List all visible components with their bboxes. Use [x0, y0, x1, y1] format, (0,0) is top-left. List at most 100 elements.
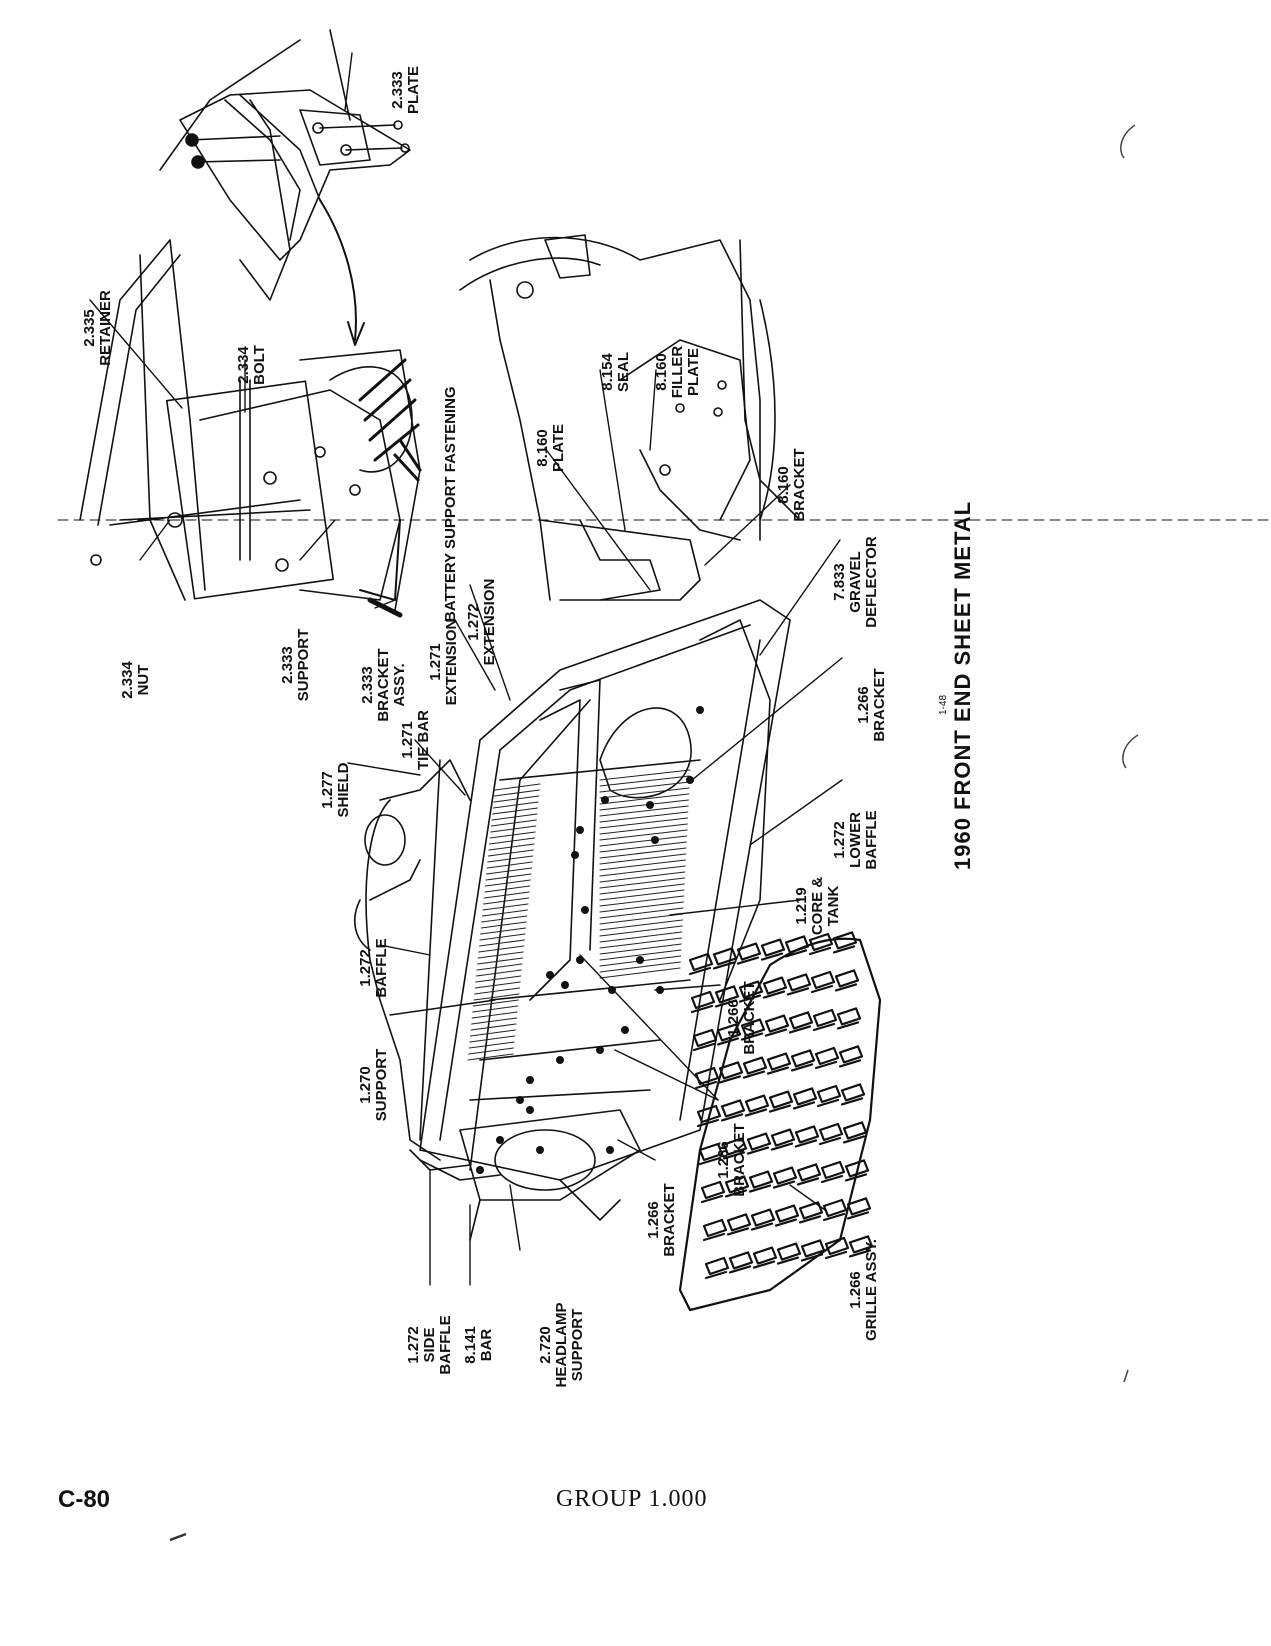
grille-louvre	[836, 1007, 862, 1030]
grille-louvre	[746, 1132, 772, 1155]
grille-louvre	[722, 1137, 748, 1160]
leader-lines	[89, 52, 843, 1286]
grille-louvre	[810, 970, 836, 994]
fender-assembly	[459, 234, 801, 601]
grille-louvre	[752, 1246, 778, 1269]
grille-louvre	[694, 1066, 720, 1090]
bolt-fastener	[646, 801, 654, 809]
grille-louvre	[800, 1239, 826, 1262]
battery-support-assembly	[57, 99, 1271, 618]
grille-louvre	[824, 1236, 850, 1260]
callout-label: 1.271TIE BAR	[399, 710, 432, 770]
bolt-fastener	[476, 1166, 484, 1174]
bolt-fastener	[561, 981, 569, 989]
callout-label: 8.154SEAL	[599, 352, 632, 392]
bolt-fastener	[576, 826, 584, 834]
grille-outline	[678, 937, 882, 1312]
grille-louvre	[714, 985, 740, 1008]
grille-louvre	[704, 1256, 730, 1280]
bolt-fastener	[606, 1146, 614, 1154]
grille-louvre	[832, 931, 858, 954]
figure-number: 1-48	[938, 695, 949, 715]
headlamp-support	[459, 1109, 641, 1241]
grille-louvre	[848, 1235, 874, 1258]
callout-label: 2.333BRACKETASSY.	[359, 648, 408, 721]
grille-louvre	[776, 1242, 802, 1265]
callout-label: 2.335RETAINER	[81, 290, 114, 366]
callout-label: 8.160BRACKET	[775, 448, 808, 521]
grille-louvre	[812, 1008, 838, 1032]
grille-louvre	[792, 1087, 818, 1110]
grille-louvre	[688, 952, 714, 976]
callout-label: 8.160FILLERPLATE	[653, 346, 702, 399]
callout-label: 1.219CORE &TANK	[793, 877, 842, 936]
grille-louvre	[690, 990, 716, 1014]
grille-louvre	[740, 1018, 766, 1041]
bolt-fastener	[621, 1026, 629, 1034]
grille-louvre	[764, 1014, 790, 1037]
grille-assembly	[678, 931, 882, 1312]
bolt-fastener	[696, 706, 704, 714]
bolt-fastener	[581, 906, 589, 914]
grille-louvre	[726, 1213, 752, 1236]
bolt-fastener	[636, 956, 644, 964]
callout-labels: 2.333PLATE 2.335RETAINER 2.334BOLT 2.334NUT…	[81, 66, 888, 1388]
grille-louvre	[786, 973, 812, 996]
grille-louvre	[768, 1090, 794, 1113]
bolt-fastener	[556, 1056, 564, 1064]
callout-label: 1.277SHIELD	[319, 762, 352, 817]
grille-louvre	[846, 1197, 872, 1220]
callout-label: 8.141BAR	[462, 1326, 495, 1364]
grille-louvre	[744, 1094, 770, 1117]
callout-label: 1.272BAFFLE	[357, 938, 390, 997]
bolt-fastener	[601, 796, 609, 804]
callout-label: 1.271EXTENSION	[427, 619, 460, 706]
page-number: C-80	[58, 1486, 111, 1513]
grille-louvre	[818, 1122, 844, 1146]
radiator-core	[467, 769, 691, 1061]
grille-louvre	[718, 1061, 744, 1084]
shield-and-side-baffle	[354, 759, 501, 1181]
grille-louvre	[766, 1052, 792, 1075]
grille-louvre	[816, 1084, 842, 1108]
grille-louvre	[834, 969, 860, 992]
grille-louvre	[700, 1180, 726, 1204]
callout-label: 2.333SUPPORT	[279, 629, 312, 702]
callout-label: 1.266GRILLE ASSY.	[847, 1239, 880, 1341]
bolt-fastener	[686, 776, 694, 784]
grille-louvre	[842, 1121, 868, 1144]
grille-louvre	[738, 980, 764, 1003]
callout-label: 1.272LOWERBAFFLE	[831, 810, 880, 869]
callout-label: 2.334BOLT	[235, 345, 268, 385]
grille-louvre	[716, 1023, 742, 1046]
bolt-fastener	[526, 1076, 534, 1084]
grille-louvre	[796, 1163, 822, 1186]
grille-louvre	[742, 1056, 768, 1079]
grille-louvre	[762, 976, 788, 999]
bolt-fastener	[651, 836, 659, 844]
callout-label: 1.266BRACKET	[645, 1183, 678, 1256]
callout-label: 2.333PLATE	[389, 66, 422, 114]
frame-fasteners	[476, 706, 704, 1174]
grille-louvre	[770, 1128, 796, 1151]
callout-label: 2.334NUT	[119, 661, 152, 699]
callout-label: 2.720HEADLAMPSUPPORT	[537, 1303, 586, 1388]
grille-louvre	[790, 1049, 816, 1072]
bolt-fastener	[608, 986, 616, 994]
bolt-fastener	[596, 1046, 604, 1054]
grille-louvre	[760, 938, 786, 961]
grille-louvre	[748, 1170, 774, 1193]
grille-louvre	[698, 1142, 724, 1166]
callout-label: 1.272SIDEBAFFLE	[405, 1315, 454, 1374]
grille-louvre	[692, 1028, 718, 1052]
grille-louvre	[808, 932, 834, 956]
bolt-fastener	[571, 851, 579, 859]
callout-label: 1.272EXTENSION	[465, 579, 498, 666]
grille-louvre	[838, 1045, 864, 1068]
callout-label: 1.266BRACKET	[715, 1123, 748, 1196]
grille-louvre	[820, 1160, 846, 1184]
grille-louvre	[736, 942, 762, 965]
grille-louvre	[774, 1204, 800, 1227]
grille-louvre	[772, 1166, 798, 1189]
